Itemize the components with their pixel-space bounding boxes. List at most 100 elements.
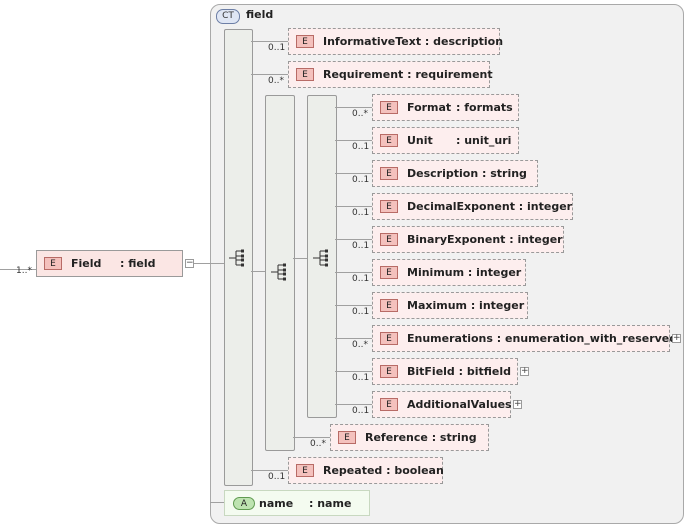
- element-name: InformativeText: [323, 35, 422, 48]
- sequence-middle[interactable]: [265, 95, 295, 451]
- connector-line: [335, 140, 372, 141]
- expand-button[interactable]: +: [672, 333, 681, 343]
- element-cardinality: 0..1: [268, 472, 286, 482]
- element-badge: E: [380, 200, 398, 213]
- root-cardinality: 1..*: [16, 266, 32, 276]
- attribute-name-label: name: [259, 497, 294, 510]
- element-cardinality: 0..1: [352, 274, 370, 284]
- connector-line: [210, 502, 224, 503]
- sequence-icon: [229, 249, 244, 267]
- element-cardinality: 0..*: [352, 109, 368, 119]
- connector-line: [335, 305, 372, 306]
- connector-line: [251, 470, 288, 471]
- element-description[interactable]: E Description : string: [372, 160, 538, 187]
- element-type: : enumeration_with_reserved: [492, 332, 678, 345]
- element-name: Minimum: [407, 266, 465, 279]
- element-type: : integer: [514, 200, 573, 213]
- element-badge: E: [380, 299, 398, 312]
- expand-button[interactable]: +: [513, 399, 522, 409]
- connector-line: [335, 371, 372, 372]
- element-name: DecimalExponent: [407, 200, 515, 213]
- element-cardinality: 0..1: [352, 241, 370, 251]
- connector-line: [251, 41, 288, 42]
- attribute-name[interactable]: A name : name: [224, 490, 370, 516]
- element-name: Maximum: [407, 299, 467, 312]
- element-type: : description: [421, 35, 504, 48]
- element-cardinality: 0..1: [352, 373, 370, 383]
- element-type: : integer: [467, 299, 525, 312]
- element-cardinality: 0..1: [352, 307, 370, 317]
- element-name: AdditionalValues: [407, 398, 512, 411]
- connector-line: [0, 269, 36, 270]
- element-name: BinaryExponent: [407, 233, 506, 246]
- element-badge: E: [380, 365, 398, 378]
- element-type: : bitfield: [454, 365, 512, 378]
- element-name: BitField: [407, 365, 455, 378]
- element-cardinality: 0..*: [352, 340, 368, 350]
- element-cardinality: 0..*: [310, 439, 326, 449]
- element-badge: E: [338, 431, 356, 444]
- element-maximum[interactable]: E Maximum : integer: [372, 292, 528, 319]
- sequence-icon: [313, 249, 328, 267]
- element-format[interactable]: E Format : formats: [372, 94, 519, 121]
- attribute-type-label: : name: [309, 497, 352, 510]
- element-cardinality: 0..1: [352, 175, 370, 185]
- connector-line: [293, 258, 307, 259]
- root-element-type: : field: [120, 257, 156, 270]
- element-type: : integer: [505, 233, 563, 246]
- element-badge: E: [296, 68, 314, 81]
- connector-line: [251, 271, 265, 272]
- expand-button[interactable]: +: [520, 366, 529, 376]
- element-cardinality: 0..1: [352, 142, 370, 152]
- element-badge: E: [380, 266, 398, 279]
- element-cardinality: 0..1: [268, 43, 286, 53]
- element-type: : formats: [456, 101, 513, 114]
- element-badge: E: [380, 167, 398, 180]
- element-bitfield[interactable]: E BitField : bitfield: [372, 358, 518, 385]
- sequence-outer[interactable]: [224, 29, 253, 486]
- element-badge: E: [380, 101, 398, 114]
- element-type: : string: [427, 431, 477, 444]
- sequence-icon: [271, 263, 286, 281]
- element-name: Description: [407, 167, 479, 180]
- complex-type-badge: CT: [216, 9, 240, 24]
- element-type: : requirement: [403, 68, 493, 81]
- element-type: : unit_uri: [456, 134, 512, 147]
- element-decimalexponent[interactable]: E DecimalExponent : integer: [372, 193, 573, 220]
- root-element-name: Field: [71, 257, 102, 270]
- element-name: Repeated: [323, 464, 383, 477]
- connector-line: [251, 74, 288, 75]
- element-unit[interactable]: E Unit : unit_uri: [372, 127, 519, 154]
- element-informativetext[interactable]: E InformativeText : description: [288, 28, 504, 55]
- element-name: Format: [407, 101, 452, 114]
- element-type: : boolean: [382, 464, 444, 477]
- element-cardinality: 0..1: [352, 208, 370, 218]
- element-type: : integer: [464, 266, 522, 279]
- connector-line: [335, 206, 372, 207]
- connector-line: [335, 173, 372, 174]
- attribute-badge: A: [233, 497, 255, 510]
- connector-line: [194, 263, 224, 264]
- connector-line: [335, 107, 372, 108]
- element-badge: E: [44, 257, 62, 270]
- connector-line: [335, 239, 372, 240]
- collapse-button[interactable]: −: [185, 258, 194, 268]
- connector-line: [335, 404, 372, 405]
- element-reference[interactable]: E Reference : string: [330, 424, 489, 451]
- element-name: Unit: [407, 134, 433, 147]
- element-type: : string: [478, 167, 527, 180]
- element-badge: E: [380, 332, 398, 345]
- complex-type-title: field: [246, 8, 274, 21]
- root-element-field[interactable]: E Field : field: [36, 250, 183, 277]
- connector-line: [335, 338, 372, 339]
- element-badge: E: [296, 35, 314, 48]
- element-minimum[interactable]: E Minimum : integer: [372, 259, 526, 286]
- element-cardinality: 0..1: [352, 406, 370, 416]
- element-badge: E: [380, 134, 398, 147]
- element-name: Reference: [365, 431, 428, 444]
